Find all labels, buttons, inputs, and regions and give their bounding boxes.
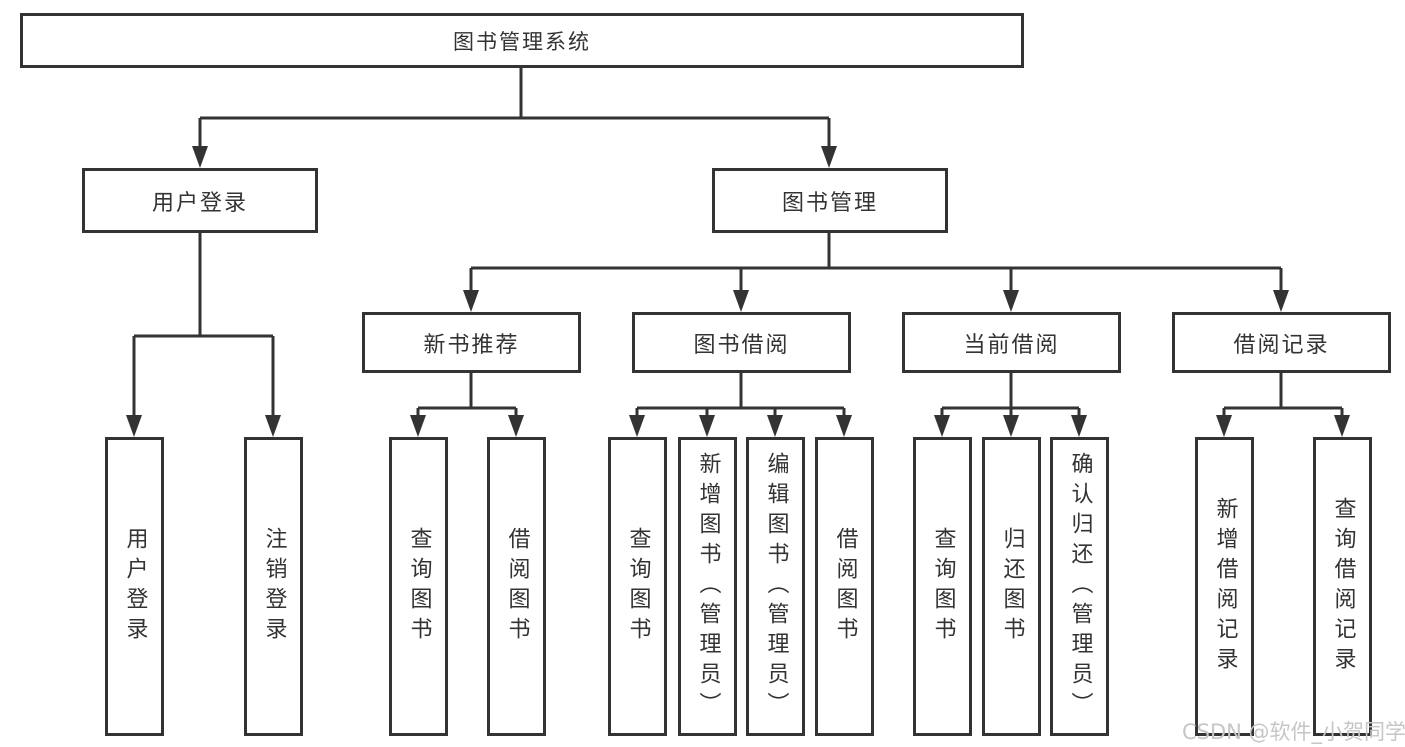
leaf-query-books-current: 查询图书 — [913, 437, 972, 736]
leaf-confirm-return-admin-label: 确认归还（管理员） — [1067, 451, 1093, 722]
connector-borrowing-records-to-leaves — [1216, 372, 1350, 437]
leaf-query-borrow-record-label: 查询借阅记录 — [1330, 496, 1356, 677]
csdn-watermark: CSDN @软件_小贺同学 — [1182, 720, 1405, 744]
node-book-management: 图书管理 — [712, 168, 948, 233]
node-borrowing-records-label: 借阅记录 — [1233, 332, 1330, 358]
leaf-return-books: 归还图书 — [982, 437, 1041, 736]
leaf-add-borrow-record: 新增借阅记录 — [1195, 437, 1254, 736]
connector-book-borrowing-to-leaves — [629, 372, 852, 437]
node-root-label: 图书管理系统 — [453, 29, 591, 54]
leaf-query-books-current-label: 查询图书 — [930, 526, 956, 647]
leaf-query-books-recommend-label: 查询图书 — [406, 526, 432, 647]
node-current-borrowing: 当前借阅 — [902, 312, 1121, 373]
node-new-book-recommend-label: 新书推荐 — [423, 332, 520, 358]
leaf-query-books-borrowing: 查询图书 — [608, 437, 667, 736]
node-current-borrowing-label: 当前借阅 — [963, 332, 1060, 358]
node-book-borrowing-label: 图书借阅 — [693, 332, 790, 358]
connector-current-borrowing-to-leaves — [934, 372, 1087, 437]
leaf-borrow-books-recommend: 借阅图书 — [487, 437, 546, 736]
node-book-management-label: 图书管理 — [781, 190, 878, 216]
node-borrowing-records: 借阅记录 — [1172, 312, 1391, 373]
leaf-borrow-books-borrowing-label: 借阅图书 — [832, 526, 858, 647]
connector-root-to-level2 — [192, 67, 837, 168]
leaf-edit-books-admin: 编辑图书（管理员） — [746, 437, 805, 736]
leaf-edit-books-admin-label: 编辑图书（管理员） — [763, 451, 789, 722]
connector-book-management-to-level3 — [463, 232, 1289, 312]
leaf-query-books-borrowing-label: 查询图书 — [625, 526, 651, 647]
leaf-user-login: 用户登录 — [105, 437, 164, 736]
connector-user-login-to-leaves — [126, 232, 281, 437]
leaf-user-login-label: 用户登录 — [122, 526, 148, 647]
node-root: 图书管理系统 — [20, 13, 1024, 68]
leaf-query-borrow-record: 查询借阅记录 — [1313, 437, 1372, 736]
leaf-add-books-admin: 新增图书（管理员） — [678, 437, 737, 736]
node-user-login: 用户登录 — [82, 168, 318, 233]
leaf-return-books-label: 归还图书 — [999, 526, 1025, 647]
connector-new-book-recommend-to-leaves — [410, 372, 524, 437]
leaf-query-books-recommend: 查询图书 — [389, 437, 448, 736]
leaf-logout-label: 注销登录 — [261, 526, 287, 647]
node-user-login-label: 用户登录 — [151, 190, 248, 216]
leaf-add-borrow-record-label: 新增借阅记录 — [1212, 496, 1238, 677]
node-new-book-recommend: 新书推荐 — [362, 312, 581, 373]
leaf-add-books-admin-label: 新增图书（管理员） — [695, 451, 721, 722]
leaf-borrow-books-borrowing: 借阅图书 — [815, 437, 874, 736]
leaf-borrow-books-recommend-label: 借阅图书 — [504, 526, 530, 647]
leaf-confirm-return-admin: 确认归还（管理员） — [1050, 437, 1109, 736]
leaf-logout: 注销登录 — [244, 437, 303, 736]
node-book-borrowing: 图书借阅 — [632, 312, 851, 373]
